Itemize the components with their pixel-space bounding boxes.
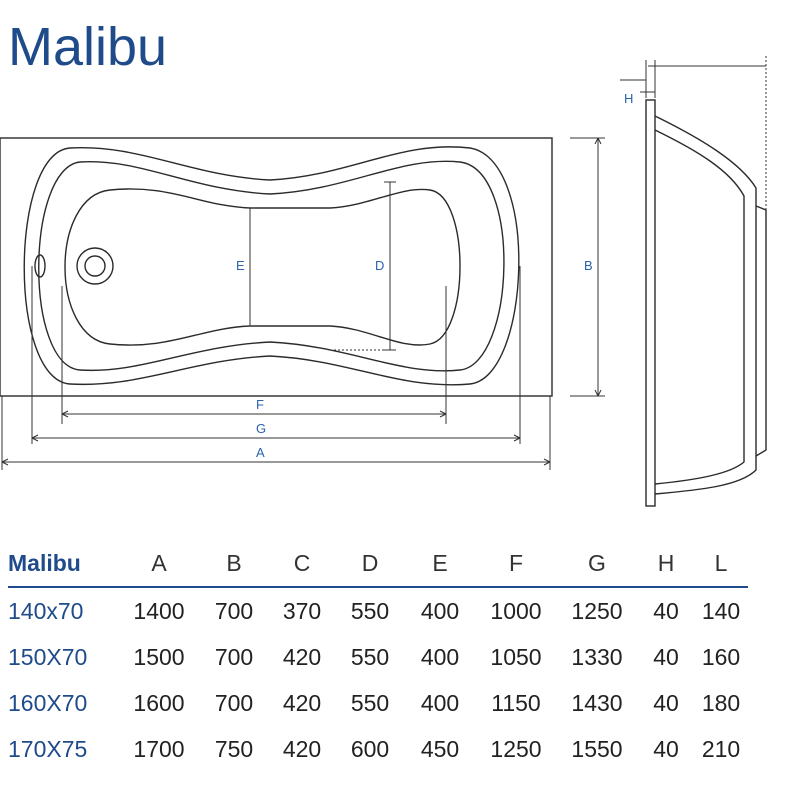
label-d: D bbox=[375, 258, 384, 273]
cell: 450 bbox=[420, 735, 460, 762]
cell: 1250 bbox=[571, 597, 623, 624]
cell: 1700 bbox=[133, 735, 185, 762]
bathtub-diagram: E D B F G A H bbox=[0, 56, 767, 507]
label-h: H bbox=[624, 91, 633, 106]
header-f: F bbox=[476, 540, 556, 588]
cell: 1250 bbox=[490, 735, 542, 762]
cell: 40 bbox=[653, 597, 679, 624]
cell: 1500 bbox=[133, 643, 185, 670]
cell: 1550 bbox=[571, 735, 623, 762]
cell: 700 bbox=[214, 689, 254, 716]
table-header-row: Malibu A B C D E F G H L bbox=[8, 540, 748, 588]
cell: 1600 bbox=[133, 689, 185, 716]
page-title: Malibu bbox=[8, 17, 168, 77]
header-c: C bbox=[268, 540, 336, 588]
cell: 400 bbox=[420, 689, 460, 716]
table-row: 140x70 1400 700 370 550 400 1000 1250 40… bbox=[8, 587, 748, 634]
table-row: 160X70 1600 700 420 550 400 1150 1430 40… bbox=[8, 680, 748, 726]
top-view bbox=[0, 137, 553, 397]
cell: 550 bbox=[350, 643, 390, 670]
cell: 1000 bbox=[490, 597, 542, 624]
table-row: 170X75 1700 750 420 600 450 1250 1550 40… bbox=[8, 726, 748, 772]
label-a: A bbox=[256, 445, 265, 460]
row-model: 170X75 bbox=[8, 735, 88, 762]
label-f: F bbox=[256, 397, 264, 412]
cell: 1050 bbox=[490, 643, 542, 670]
cell: 160 bbox=[701, 643, 741, 670]
tub-outer-rim bbox=[0, 137, 553, 397]
overflow bbox=[34, 254, 46, 278]
header-d: D bbox=[336, 540, 404, 588]
header-model: Malibu bbox=[8, 540, 118, 588]
dimension-lines bbox=[1, 137, 605, 470]
cell: 1430 bbox=[571, 689, 623, 716]
side-profile-back bbox=[755, 205, 767, 457]
cell: 370 bbox=[282, 597, 322, 624]
cell: 750 bbox=[214, 735, 254, 762]
row-model: 160X70 bbox=[8, 689, 88, 716]
cell: 600 bbox=[350, 735, 390, 762]
side-profile-outer bbox=[654, 115, 757, 495]
cell: 40 bbox=[653, 735, 679, 762]
table-row: 150X70 1500 700 420 550 400 1050 1330 40… bbox=[8, 634, 748, 680]
cell: 180 bbox=[701, 689, 741, 716]
drain-inner bbox=[84, 255, 106, 277]
cell: 210 bbox=[701, 735, 741, 762]
cell: 420 bbox=[282, 689, 322, 716]
header-b: B bbox=[200, 540, 268, 588]
cell: 400 bbox=[420, 597, 460, 624]
side-dimension-lines bbox=[620, 56, 767, 210]
cell: 700 bbox=[214, 597, 254, 624]
row-model: 140x70 bbox=[8, 597, 84, 624]
cell: 400 bbox=[420, 643, 460, 670]
drain-outer bbox=[76, 247, 114, 285]
cell: 40 bbox=[653, 643, 679, 670]
dimensions-table: Malibu A B C D E F G H L 140x70 1400 700… bbox=[8, 540, 748, 772]
header-a: A bbox=[118, 540, 200, 588]
tub-basin bbox=[64, 188, 461, 346]
cell: 40 bbox=[653, 689, 679, 716]
row-model: 150X70 bbox=[8, 643, 88, 670]
header-g: G bbox=[556, 540, 638, 588]
tub-inner-rim bbox=[38, 160, 505, 372]
side-rim bbox=[645, 99, 656, 507]
tub-outer-bowl bbox=[23, 146, 520, 386]
label-g: G bbox=[256, 421, 266, 436]
cell: 550 bbox=[350, 597, 390, 624]
cell: 1400 bbox=[133, 597, 185, 624]
side-view bbox=[645, 99, 767, 507]
cell: 550 bbox=[350, 689, 390, 716]
cell: 700 bbox=[214, 643, 254, 670]
cell: 420 bbox=[282, 735, 322, 762]
cell: 1330 bbox=[571, 643, 623, 670]
side-profile-inner bbox=[654, 129, 745, 485]
cell: 420 bbox=[282, 643, 322, 670]
label-e: E bbox=[236, 258, 245, 273]
cell: 140 bbox=[701, 597, 741, 624]
header-e: E bbox=[404, 540, 476, 588]
label-b: B bbox=[584, 258, 593, 273]
header-h: H bbox=[638, 540, 694, 588]
header-l: L bbox=[694, 540, 748, 588]
cell: 1150 bbox=[491, 689, 541, 716]
